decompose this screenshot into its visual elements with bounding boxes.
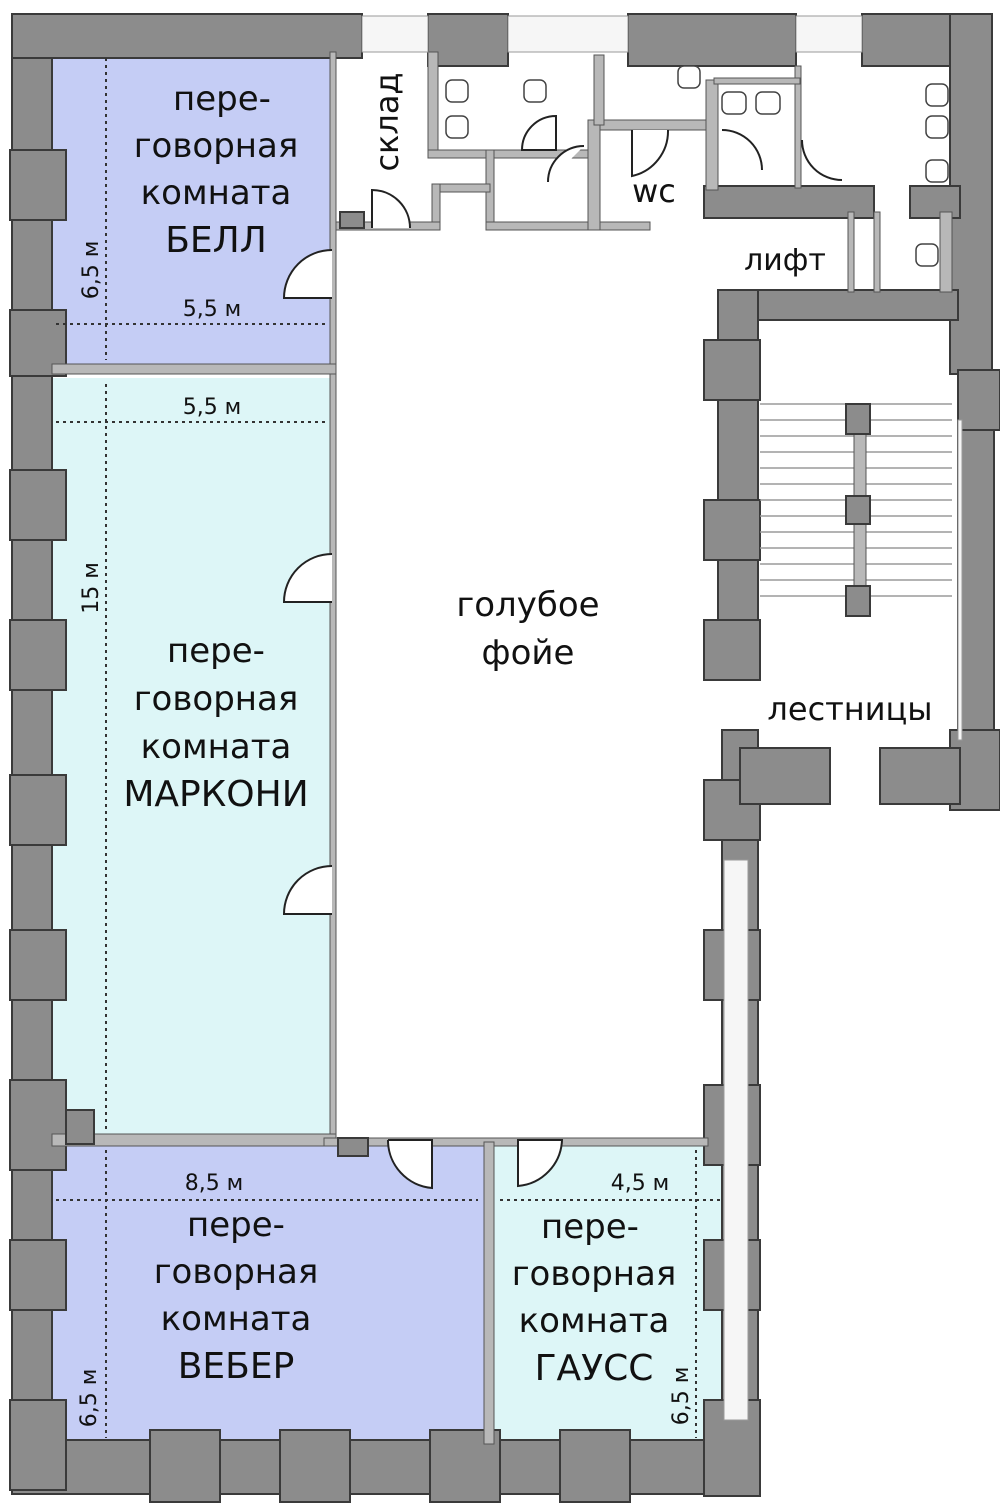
room-marconi-line1: пере- (167, 631, 265, 671)
room-marconi-labels: 5,5 м 15 м пере- говорная комната МАРКОН… (79, 395, 309, 815)
room-weber-labels: 8,5 м пере- говорная комната ВЕБЕР 6,5 м (77, 1171, 318, 1427)
room-gauss-line2: говорная (512, 1254, 677, 1294)
door-bell (282, 249, 333, 299)
room-bell-labels: пере- говорная комната БЕЛЛ 5,5 м 6,5 м (79, 79, 298, 322)
windows (361, 15, 963, 1421)
room-bell-name: БЕЛЛ (165, 220, 267, 261)
room-bell-line1: пере- (173, 79, 271, 119)
room-weber-height: 6,5 м (77, 1369, 102, 1428)
doors (282, 249, 564, 1190)
common-area-labels: голубое фойе склад wc лифт лестницы (368, 72, 933, 728)
dimension-lines (56, 58, 720, 1438)
room-bell-area[interactable] (52, 52, 332, 364)
room-weber-name: ВЕБЕР (178, 1346, 295, 1387)
room-marconi-height: 15 м (79, 562, 104, 614)
room-weber-line1: пере- (187, 1205, 285, 1245)
room-gauss-height: 6,5 м (669, 1367, 694, 1426)
room-bell-line2: говорная (134, 126, 299, 166)
room-marconi-area[interactable] (52, 378, 332, 1138)
room-bell-line3: комната (141, 173, 292, 213)
stairs-label: лестницы (767, 690, 932, 728)
room-gauss-line1: пере- (541, 1207, 639, 1247)
room-marconi-line3: комната (141, 727, 292, 767)
room-marconi-name: МАРКОНИ (123, 774, 308, 815)
room-bell-width: 5,5 м (183, 297, 242, 322)
room-weber-line2: говорная (154, 1252, 319, 1292)
room-marconi-line2: говорная (134, 679, 299, 719)
lift-label: лифт (744, 243, 826, 278)
storage-label: склад (368, 72, 406, 171)
room-weber-line3: комната (161, 1299, 312, 1339)
room-gauss-labels: 4,5 м пере- говорная комната ГАУСС 6,5 м (512, 1171, 694, 1425)
room-marconi-width: 5,5 м (183, 395, 242, 420)
wc-fixtures (371, 65, 949, 267)
foyer-label-line2: фойе (482, 633, 575, 673)
room-gauss-line3: комната (519, 1301, 670, 1341)
door-gauss (517, 1139, 564, 1188)
door-marconi-1 (282, 553, 333, 603)
room-gauss-name: ГАУСС (535, 1348, 654, 1389)
foyer-label-line1: голубое (456, 585, 599, 625)
room-gauss-width: 4,5 м (611, 1171, 670, 1196)
room-bell-height: 6,5 м (79, 241, 104, 300)
door-marconi-2 (282, 865, 333, 915)
room-gauss-area[interactable] (494, 1146, 724, 1444)
room-weber-area[interactable] (52, 1146, 484, 1444)
exterior-walls (9, 13, 1000, 1503)
wc-label: wc (632, 172, 676, 210)
room-weber-width: 8,5 м (185, 1171, 244, 1196)
staircase (760, 403, 952, 617)
